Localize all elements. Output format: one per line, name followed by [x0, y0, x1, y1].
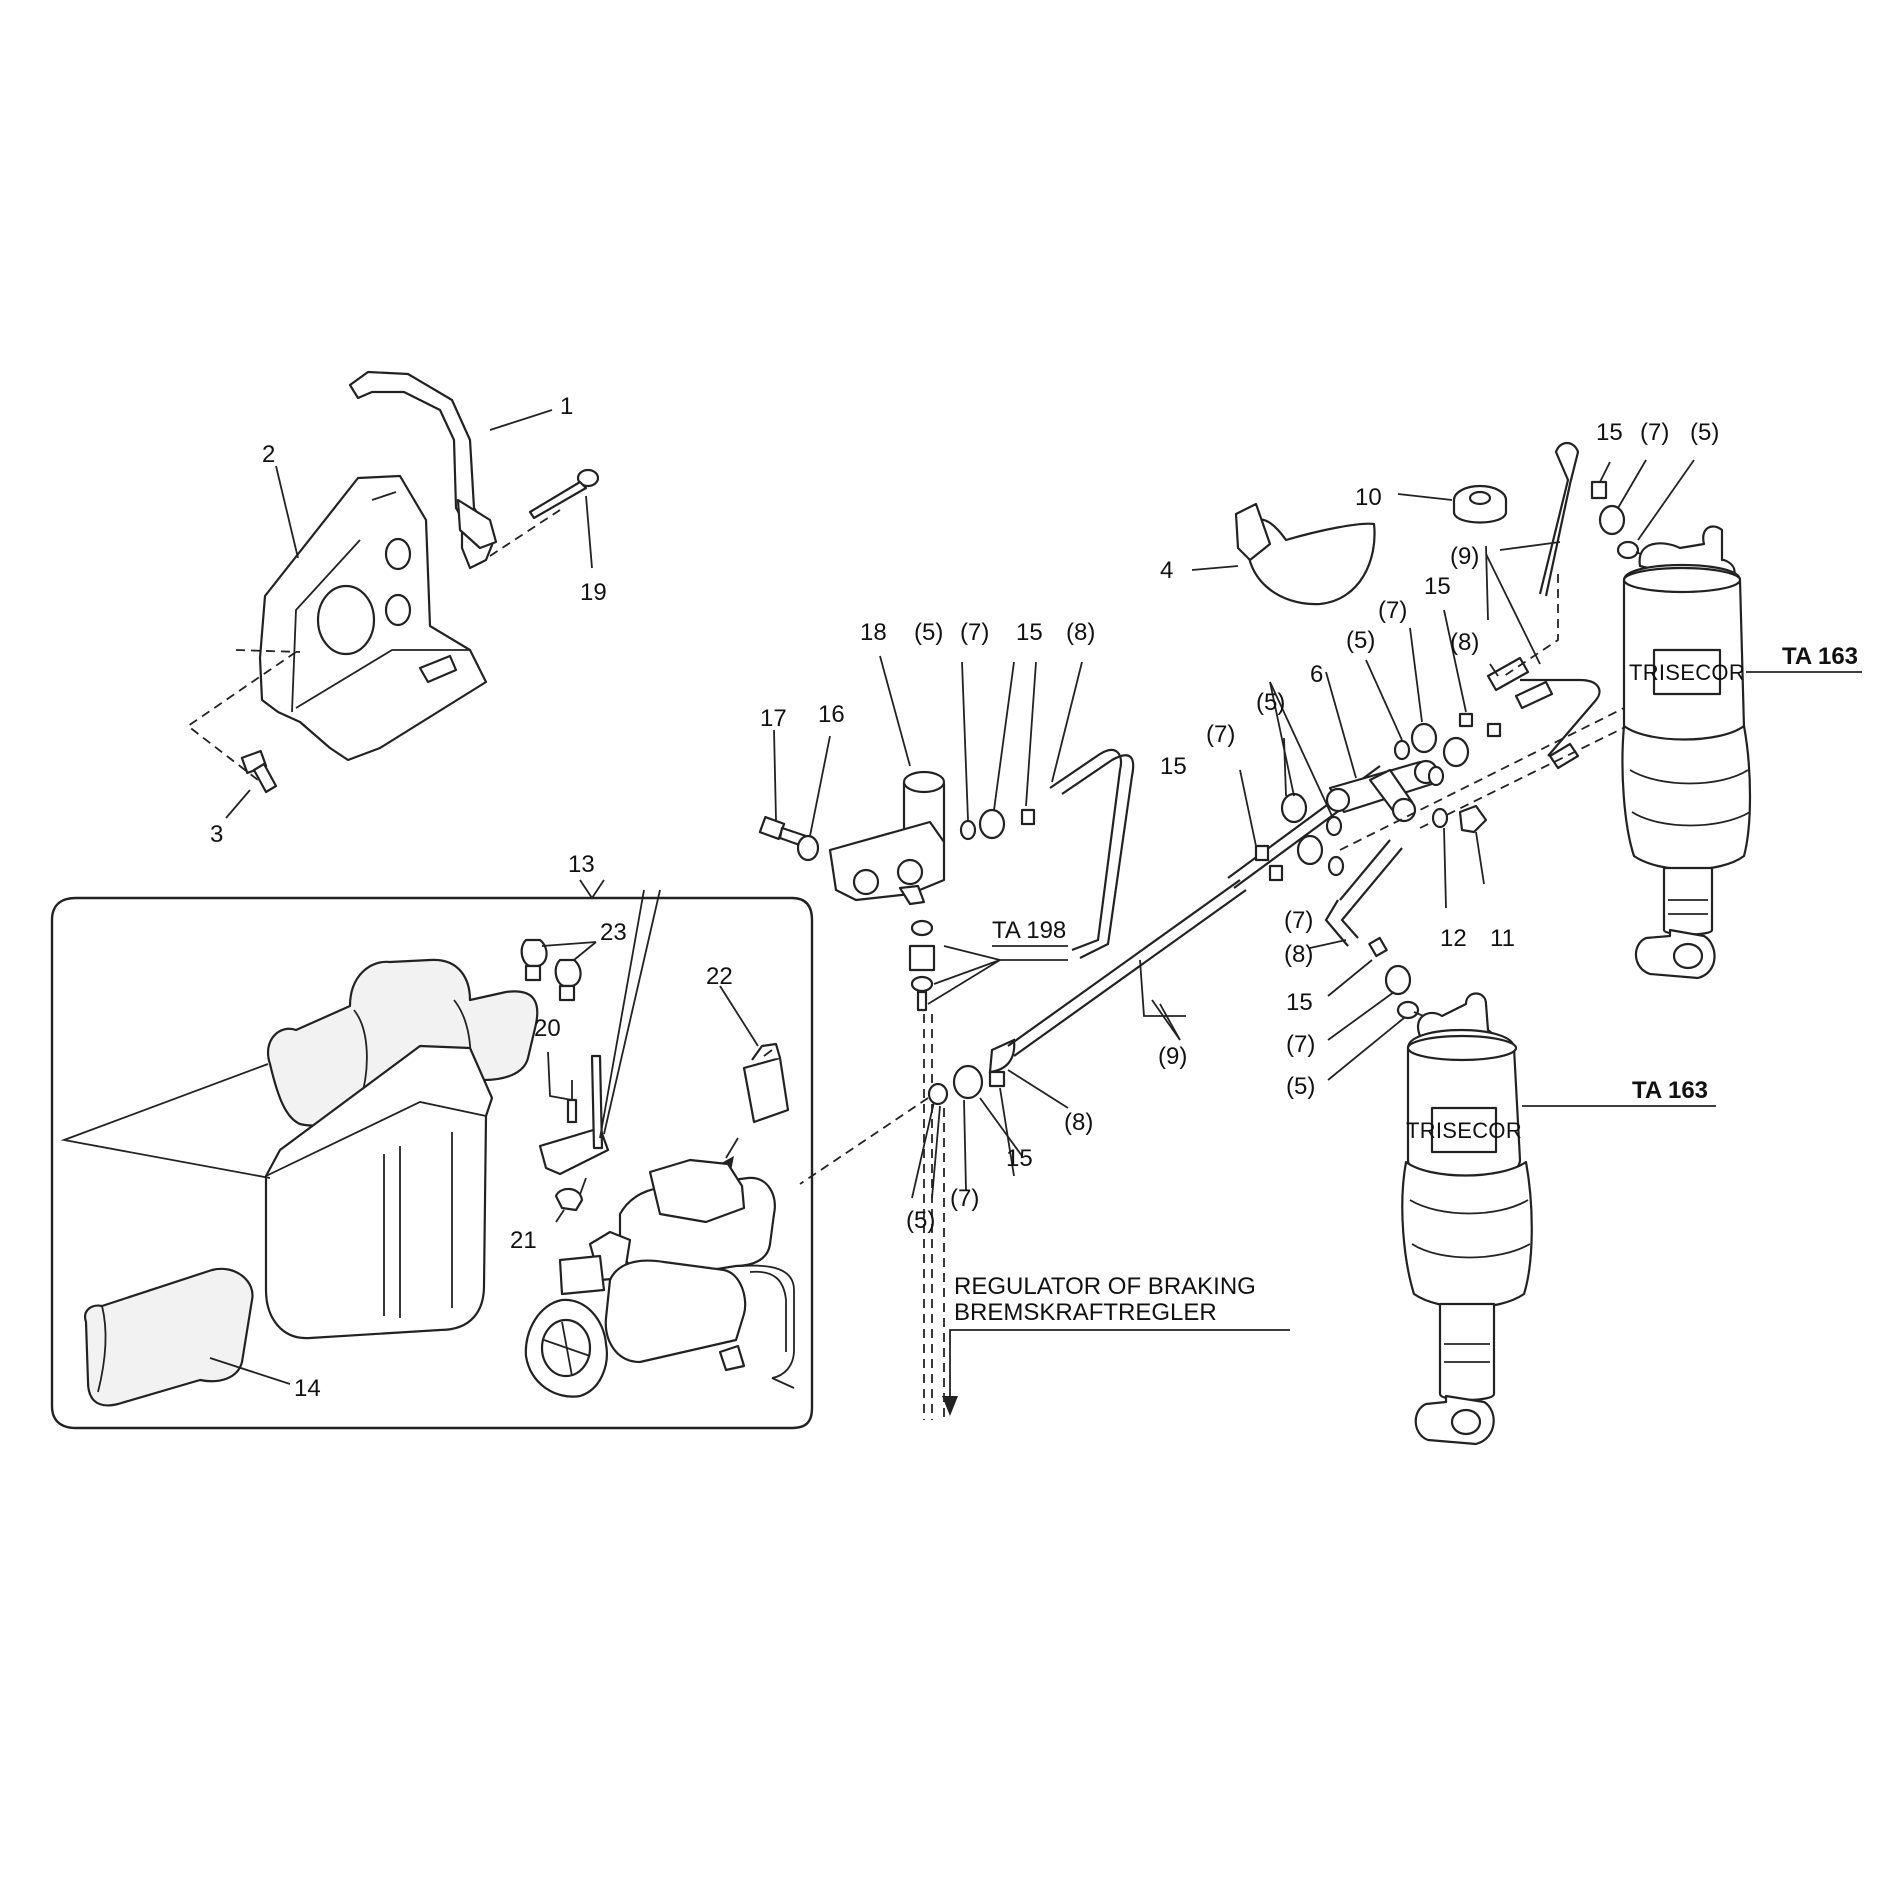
label-ref-5-valve: (5)	[914, 619, 943, 646]
valve-block-part-18	[828, 770, 946, 906]
label-ref-7-valve: (7)	[960, 619, 989, 646]
washer-5-a	[959, 819, 977, 841]
label-part-17: 17	[760, 705, 787, 732]
label-part-15-lower: 15	[1286, 989, 1313, 1016]
label-ref-5-mid: (5)	[1346, 627, 1375, 654]
label-ref-8-valve: (8)	[1066, 619, 1095, 646]
label-ref-7-top: (7)	[1640, 419, 1669, 446]
label-part-19: 19	[580, 579, 607, 606]
label-part-15-center: 15	[1160, 753, 1187, 780]
label-part-16: 16	[818, 701, 845, 728]
label-part-15-bottom: 15	[1006, 1145, 1033, 1172]
label-ref-5-bottom: (5)	[906, 1207, 935, 1234]
label-ref-8-lower-mid: (8)	[1284, 941, 1313, 968]
grommet-part-10	[1452, 484, 1508, 524]
label-part-12: 12	[1440, 925, 1467, 952]
hose-clip-part-4	[1234, 502, 1376, 606]
label-part-4: 4	[1160, 557, 1173, 584]
label-part-6: 6	[1310, 661, 1323, 688]
label-ref-7-mid-right: (7)	[1378, 597, 1407, 624]
bolt-part-3	[240, 749, 278, 794]
compressor-assembly	[524, 1158, 795, 1398]
inset-frame-13	[50, 896, 814, 1430]
label-part-23: 23	[600, 919, 627, 946]
label-part-21: 21	[510, 1227, 537, 1254]
nut-7-a	[978, 808, 1006, 840]
label-part-3: 3	[210, 821, 223, 848]
shock-label-bottom: TRISECOR	[1406, 1118, 1522, 1143]
label-part-18: 18	[860, 619, 887, 646]
label-ref-5-lower: (5)	[1286, 1073, 1315, 1100]
seal-part-14	[84, 1267, 254, 1407]
label-ref-7-lower: (7)	[1286, 1031, 1315, 1058]
cotter-pin-part-19	[528, 468, 600, 520]
label-ref-5-top: (5)	[1690, 419, 1719, 446]
label-regulator-de: BREMSKRAFTREGLER	[954, 1299, 1217, 1326]
label-ref-8-mid-right: (8)	[1450, 629, 1479, 656]
label-ref-8-bottom: (8)	[1064, 1109, 1093, 1136]
washer-5-b	[927, 1082, 949, 1106]
label-part-22: 22	[706, 963, 733, 990]
label-part-2: 2	[262, 441, 275, 468]
shock-absorber-bottom: TRISECOR	[1401, 992, 1533, 1446]
label-part-15-top: 15	[1596, 419, 1623, 446]
olive-15-a	[1020, 808, 1036, 826]
label-ta163-bottom: TA 163	[1632, 1077, 1708, 1104]
label-ref-9-top: (9)	[1450, 543, 1479, 570]
label-ref-7-bottom: (7)	[950, 1185, 979, 1212]
label-ta163-top: TA 163	[1782, 643, 1858, 670]
label-ta198: TA 198	[992, 917, 1066, 944]
fuse-part-20	[538, 1054, 610, 1176]
washer-part-16	[796, 834, 820, 862]
nut-7-b	[952, 1064, 984, 1100]
clip-part-21	[554, 1187, 584, 1212]
label-part-1: 1	[560, 393, 573, 420]
bulbs-part-23	[520, 938, 582, 1002]
label-part-14: 14	[294, 1375, 321, 1402]
mounting-plate-part-2	[258, 474, 488, 762]
bolt-part-11	[1458, 804, 1488, 834]
label-part-11: 11	[1490, 925, 1515, 952]
label-ref-7-center: (7)	[1206, 721, 1235, 748]
label-ref-5-center: (5)	[1256, 689, 1285, 716]
label-part-15-valve: 15	[1016, 619, 1043, 646]
label-part-15-mid-right: 15	[1424, 573, 1451, 600]
shock-absorber-top: TRISECOR	[1621, 525, 1752, 980]
label-ref-9-lower: (9)	[1158, 1043, 1187, 1070]
housing-base	[264, 1044, 494, 1340]
bolt-part-17	[758, 815, 814, 850]
t-connector-part-6	[1325, 759, 1439, 823]
label-part-10: 10	[1355, 484, 1382, 511]
shock-label-top: TRISECOR	[1629, 660, 1745, 685]
relay-part-22	[742, 1042, 790, 1124]
bracket-part-1	[348, 370, 498, 570]
label-part-13: 13	[568, 851, 595, 878]
label-ref-7-lower-mid: (7)	[1284, 907, 1313, 934]
label-part-20: 20	[534, 1015, 561, 1042]
label-regulator-en: REGULATOR OF BRAKING	[954, 1273, 1256, 1300]
